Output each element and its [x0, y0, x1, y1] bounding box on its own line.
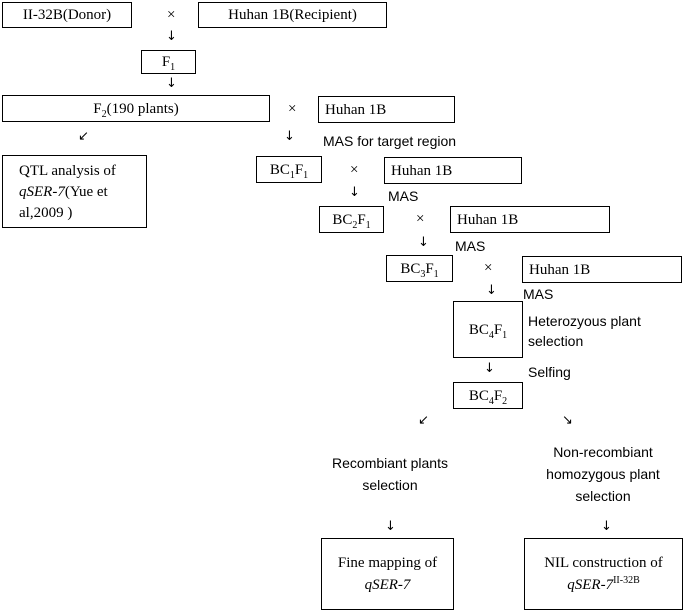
- recipient-label: Huhan 1B(Recipient): [228, 7, 357, 23]
- f1-label: F1: [161, 54, 176, 73]
- qtl-analysis-text: QTL analysis of qSER-7(Yue et al,2009 ): [19, 163, 116, 221]
- mas-label-2: MAS: [455, 238, 486, 254]
- cross-symbol-5: ×: [484, 260, 493, 276]
- nil-construction-gene: qSER-7II-32B: [567, 575, 640, 594]
- cross-symbol-3: ×: [350, 162, 359, 178]
- arrow-down-icon: ↓: [484, 361, 495, 376]
- qtl-analysis-box: QTL analysis of qSER-7(Yue et al,2009 ): [2, 155, 147, 228]
- nil-construction-box: NIL construction of qSER-7II-32B: [524, 538, 683, 610]
- arrow-down-icon: ↓: [418, 235, 429, 250]
- mas-label-1: MAS: [388, 188, 419, 204]
- bc1f1-box: BC1F1: [256, 156, 322, 183]
- recurrent-parent-box-3: Huhan 1B: [450, 206, 610, 233]
- donor-label: II-32B(Donor): [22, 7, 112, 23]
- bc4f1-box: BC4F1: [453, 301, 523, 358]
- recurrent-parent-label: Huhan 1B: [457, 212, 519, 228]
- recurrent-parent-label: Huhan 1B: [325, 102, 387, 118]
- f2-box: F2(190 plants): [2, 95, 270, 122]
- arrow-down-icon: ↓: [166, 29, 177, 44]
- heterozygous-selection-label: Heterozyous plant selection: [528, 313, 641, 349]
- f1-box: F1: [141, 50, 196, 74]
- bc2f1-label: BC2F1: [332, 211, 371, 231]
- fine-mapping-box: Fine mapping of qSER-7: [321, 538, 454, 610]
- bc1f1-label: BC1F1: [269, 161, 309, 181]
- bc3f1-box: BC3F1: [386, 255, 453, 282]
- bc4f2-label: BC4F2: [468, 387, 508, 407]
- recurrent-parent-box-1: Huhan 1B: [318, 96, 455, 123]
- arrow-down-icon: ↓: [486, 283, 497, 298]
- recipient-box: Huhan 1B(Recipient): [198, 2, 387, 28]
- arrow-down-icon: ↓: [284, 129, 295, 144]
- arrow-down-icon: ↓: [166, 76, 177, 91]
- arrow-down-right-icon: ↘: [562, 413, 573, 428]
- bc4f2-box: BC4F2: [453, 382, 523, 409]
- recombinant-selection-label: Recombiant plants selection: [332, 455, 448, 493]
- fine-mapping-text: Fine mapping of: [337, 555, 438, 571]
- recurrent-parent-label: Huhan 1B: [529, 262, 591, 278]
- arrow-down-icon: ↓: [349, 185, 360, 200]
- recurrent-parent-label: Huhan 1B: [391, 163, 453, 179]
- arrow-down-left-icon: ↙: [418, 413, 429, 428]
- arrow-down-icon: ↓: [601, 519, 612, 534]
- bc4f1-label: BC4F1: [468, 321, 508, 341]
- arrow-down-left-icon: ↙: [78, 129, 89, 144]
- cross-symbol-4: ×: [416, 211, 425, 227]
- recurrent-parent-box-2: Huhan 1B: [384, 157, 522, 184]
- donor-box: II-32B(Donor): [2, 2, 132, 28]
- fine-mapping-gene: qSER-7: [364, 577, 411, 593]
- cross-symbol-2: ×: [288, 101, 297, 117]
- cross-symbol-1: ×: [167, 7, 176, 23]
- arrow-down-icon: ↓: [385, 519, 396, 534]
- bc2f1-box: BC2F1: [319, 206, 384, 233]
- nil-construction-text: NIL construction of: [544, 555, 663, 571]
- recurrent-parent-box-4: Huhan 1B: [522, 256, 682, 283]
- bc3f1-label: BC3F1: [400, 260, 439, 280]
- mas-label-3: MAS: [523, 286, 554, 302]
- mas-target-label: MAS for target region: [323, 133, 457, 149]
- nonrecombinant-selection-label: Non-recombiant homozygous plant selectio…: [546, 444, 660, 504]
- selfing-label: Selfing: [528, 364, 571, 380]
- f2-label: F2(190 plants): [93, 100, 179, 120]
